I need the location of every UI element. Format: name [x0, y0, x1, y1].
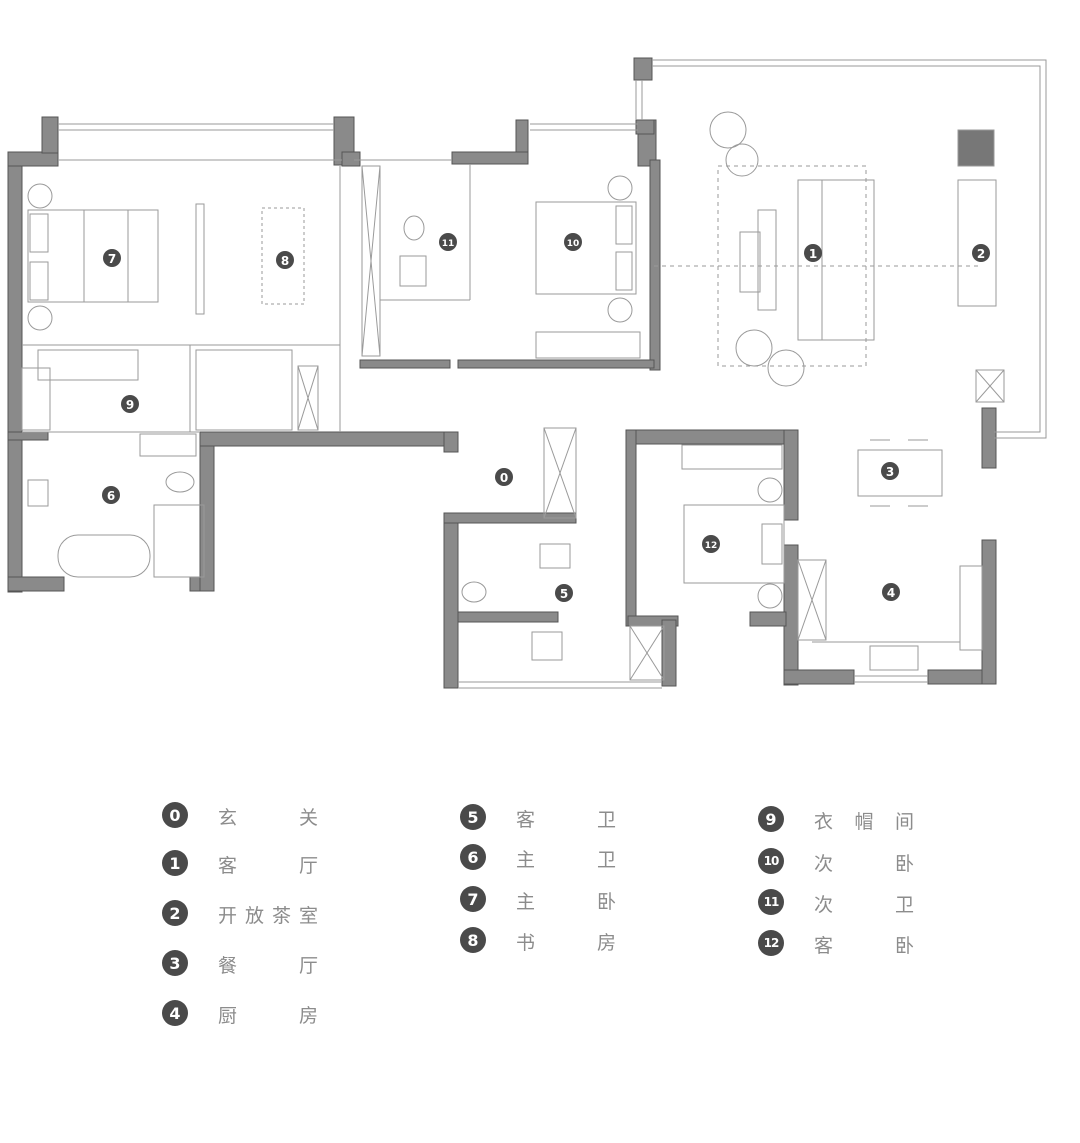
svg-text:10: 10 [567, 239, 580, 249]
room-marker-0: 0 [495, 468, 513, 486]
legend-item-4: 4 厨房 [162, 996, 318, 1030]
legend-label: 主卫 [516, 849, 616, 871]
legend-label: 客厅 [218, 855, 318, 877]
room-marker-8: 8 [276, 251, 294, 269]
svg-text:5: 5 [560, 587, 568, 601]
legend-label: 书房 [516, 932, 616, 954]
legend-label: 客卫 [516, 809, 616, 831]
legend-number: 6 [460, 844, 486, 870]
svg-text:2: 2 [977, 247, 985, 261]
room-marker-10: 10 [564, 233, 582, 251]
legend-item-2: 2 开放茶室 [162, 896, 318, 930]
room-marker-12: 12 [702, 535, 720, 553]
legend-number: 1 [162, 850, 188, 876]
legend-label: 次卧 [814, 853, 914, 875]
room-marker-4: 4 [882, 583, 900, 601]
svg-text:0: 0 [500, 471, 508, 485]
legend-item-5: 5 客卫 [460, 800, 616, 834]
legend-number: 11 [758, 889, 784, 915]
svg-text:3: 3 [886, 465, 894, 479]
legend-number: 7 [460, 886, 486, 912]
plan-linework [21, 59, 1047, 689]
legend-number: 0 [162, 802, 188, 828]
legend-label: 餐厅 [218, 955, 318, 977]
svg-text:8: 8 [281, 254, 289, 268]
legend-item-1: 1 客厅 [162, 846, 318, 880]
legend-label: 衣帽间 [814, 811, 914, 833]
room-marker-11: 11 [439, 233, 457, 251]
legend-number: 3 [162, 950, 188, 976]
legend-label: 厨房 [218, 1005, 318, 1027]
legend-item-6: 6 主卫 [460, 840, 616, 874]
svg-text:12: 12 [705, 541, 718, 551]
legend-label: 次卫 [814, 894, 914, 916]
legend-item-9: 9 衣帽间 [758, 802, 914, 836]
room-marker-2: 2 [972, 244, 990, 262]
legend-number: 2 [162, 900, 188, 926]
svg-text:7: 7 [108, 252, 116, 266]
legend-item-12: 12 客卧 [758, 926, 914, 960]
legend-number: 8 [460, 927, 486, 953]
svg-text:11: 11 [442, 239, 455, 249]
legend-number: 12 [758, 930, 784, 956]
svg-text:9: 9 [126, 398, 134, 412]
legend-label: 客卧 [814, 935, 914, 957]
room-marker-5: 5 [555, 584, 573, 602]
room-marker-1: 1 [804, 244, 822, 262]
legend-label: 主卧 [516, 891, 616, 913]
room-number-markers: 0 1 2 3 4 5 6 7 8 9 10 11 12 [102, 233, 990, 602]
svg-text:4: 4 [887, 586, 895, 600]
room-marker-9: 9 [121, 395, 139, 413]
floor-plan: 0 1 2 3 4 5 6 7 8 9 10 11 12 [7, 57, 1047, 689]
legend-item-8: 8 书房 [460, 923, 616, 957]
legend-item-7: 7 主卧 [460, 882, 616, 916]
legend-number: 4 [162, 1000, 188, 1026]
legend-number: 9 [758, 806, 784, 832]
svg-text:6: 6 [107, 489, 115, 503]
legend-item-3: 3 餐厅 [162, 946, 318, 980]
room-marker-3: 3 [881, 462, 899, 480]
legend-number: 10 [758, 848, 784, 874]
room-marker-6: 6 [102, 486, 120, 504]
legend-label: 玄关 [218, 807, 318, 829]
legend-label: 开放茶室 [218, 905, 318, 927]
svg-text:1: 1 [809, 247, 817, 261]
room-marker-7: 7 [103, 249, 121, 267]
plan-walls [7, 57, 997, 689]
legend-item-11: 11 次卫 [758, 885, 914, 919]
legend-item-10: 10 次卧 [758, 844, 914, 878]
legend-item-0: 0 玄关 [162, 798, 318, 832]
legend-number: 5 [460, 804, 486, 830]
